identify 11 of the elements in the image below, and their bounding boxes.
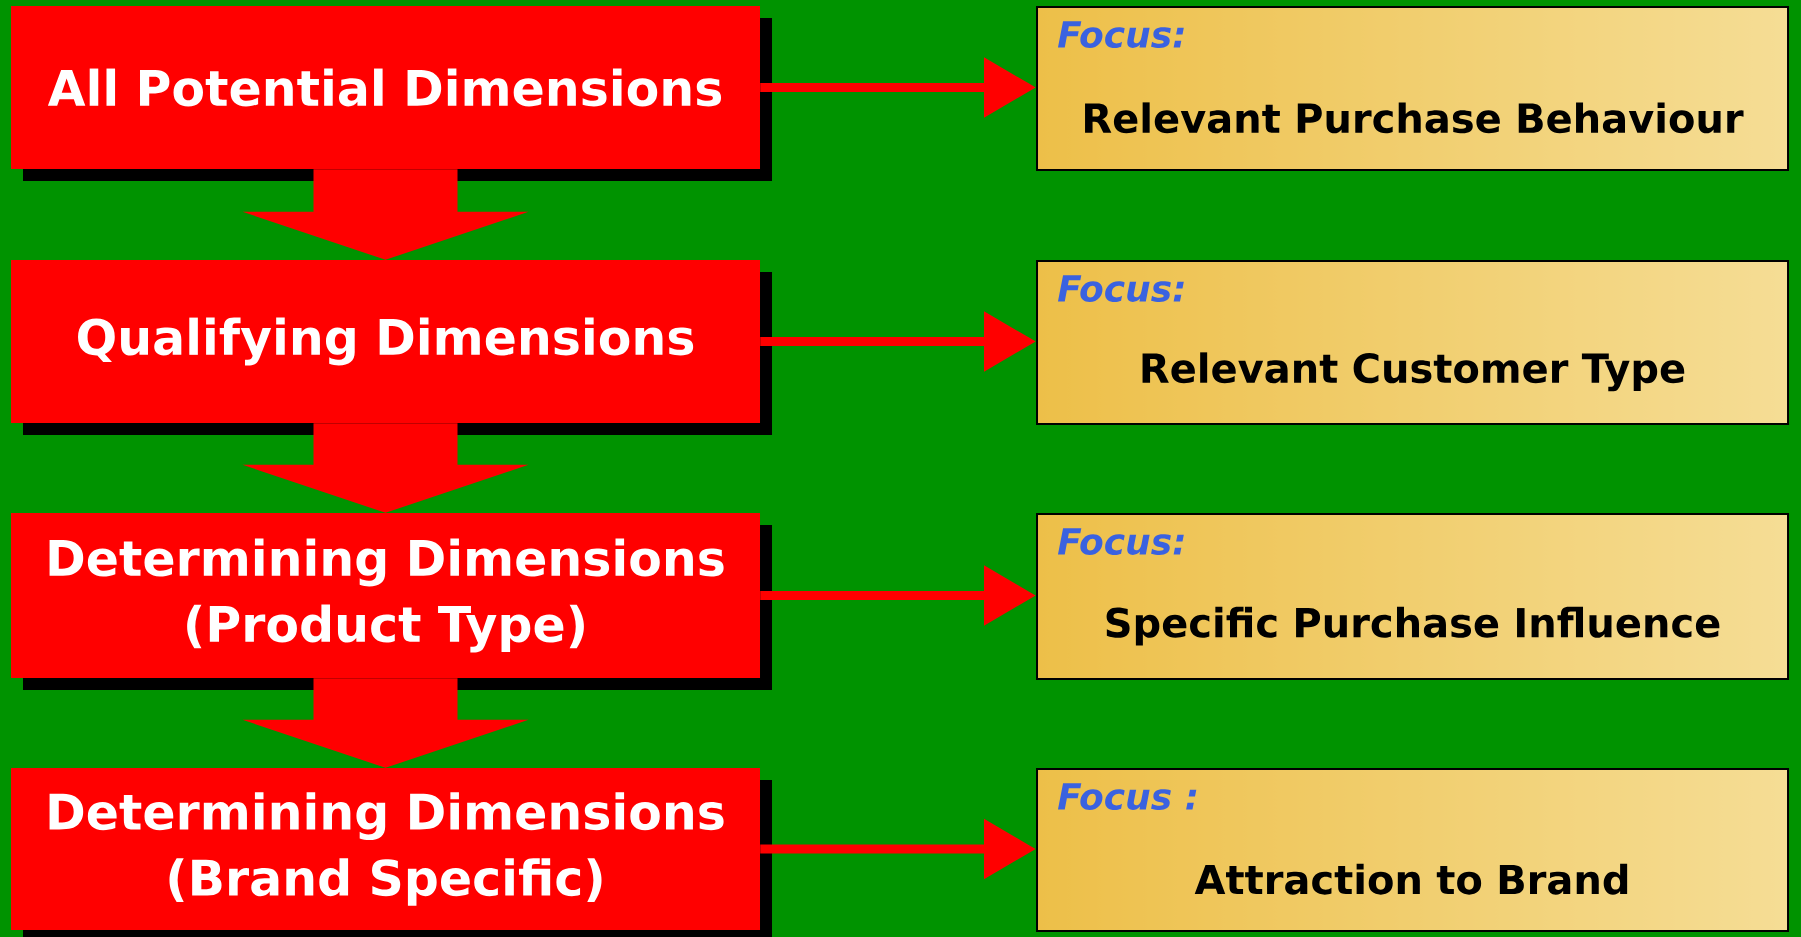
process-box: Qualifying Dimensions — [11, 260, 772, 435]
focus-box: Focus: Relevant Purchase Behaviour — [1036, 6, 1789, 171]
process-box: Determining Dimensions (Brand Specific) — [11, 768, 772, 937]
block-arrow — [242, 423, 529, 513]
focus-box: Focus: Relevant Customer Type — [1036, 260, 1789, 425]
focus-box: Focus : Attraction to Brand — [1036, 768, 1789, 932]
process-box: Determining Dimensions (Product Type) — [11, 513, 772, 690]
process-box: All Potential Dimensions — [11, 6, 772, 181]
focus-box: Focus: Specific Purchase Influence — [1036, 513, 1789, 680]
block-arrow — [242, 169, 529, 260]
block-arrow — [242, 678, 529, 768]
